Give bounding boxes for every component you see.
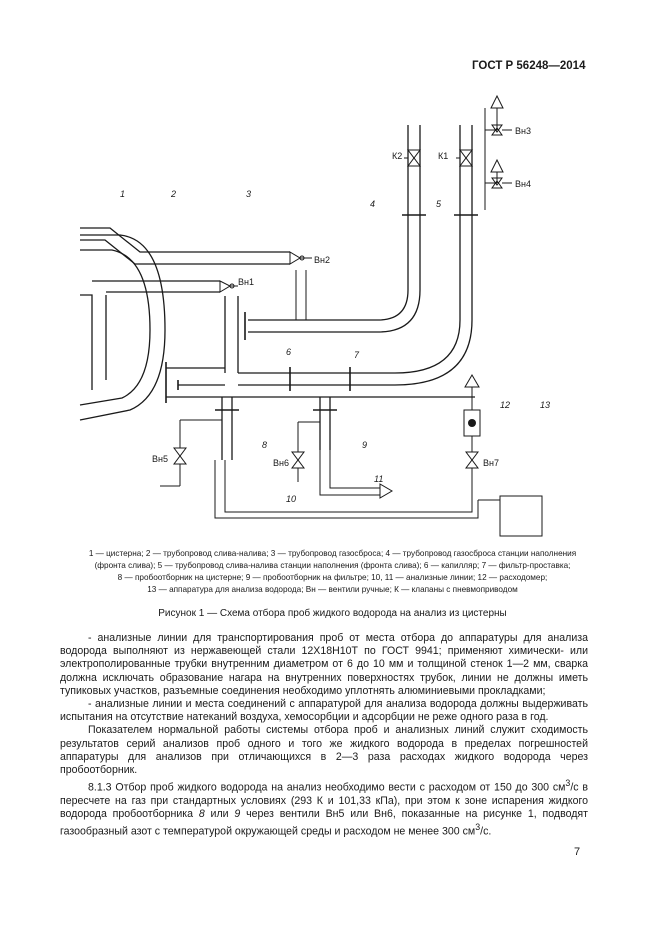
p4-sampler-8: 8 [198,808,205,821]
label-vn4: Вн4 [515,179,531,189]
label-1: 1 [120,189,125,199]
valves-vn1-vn2 [229,255,305,289]
p4-part-b: /с в пересчете на газ при стандартных ус… [60,781,588,821]
label-vn6: Вн6 [273,458,289,468]
analysis-branch [463,374,543,537]
p4-sampler-9: 9 [234,808,241,821]
label-5: 5 [436,199,442,209]
vent-branch [484,94,512,210]
figure-title: Рисунок 1 — Схема отбора проб жидкого во… [158,608,507,619]
label-k1: К1 [438,151,448,161]
superscript: 3 [475,822,481,833]
page-number: 7 [574,846,581,858]
label-vn3: Вн3 [515,126,531,136]
body-text: - анализные линии для транспортирования … [60,632,588,839]
label-8: 8 [262,440,267,450]
label-7: 7 [354,350,360,360]
p4-part-f: через вентили Вн5 или Вн6, показанные на… [60,808,589,838]
legend-line: (фронта слива); 5 — трубопровод слива-на… [94,561,571,570]
label-3: 3 [246,189,251,199]
pipeline-2 [80,227,312,265]
label-9: 9 [362,440,367,450]
paragraph-1: - анализные линии для транспортирования … [60,632,588,697]
figure-diagram: 1 2 3 4 5 6 7 8 9 10 11 12 13 К2 К1 Вн1 … [79,94,550,537]
label-vn1: Вн1 [238,277,254,287]
pipeline-5 [224,125,478,391]
pipeline-4 [244,125,426,340]
figure-legend: 1 — цистерна; 2 — трубопровод слива-нали… [30,548,635,596]
label-13: 13 [540,400,550,410]
label-11: 11 [374,474,383,484]
p4-part-a: 8.1.3 Отбор проб жидкого водорода на ана… [88,781,566,794]
pneumatic-valves [404,149,473,167]
label-vn5: Вн5 [152,454,168,464]
label-10: 10 [286,494,296,504]
paragraph-3: Показателем нормальной работы системы от… [60,724,588,777]
p4-part-g: /с. [480,825,492,838]
label-2: 2 [170,189,176,199]
pipeline-3 [92,280,238,293]
tank [79,234,166,421]
label-12: 12 [500,400,510,410]
p4-part-d: или [204,808,235,821]
label-6: 6 [286,347,291,357]
label-vn2: Вн2 [314,255,330,265]
sampler-9 [291,397,393,499]
schematic-svg: 1 2 3 4 5 6 7 8 9 10 11 12 13 К2 К1 Вн1 … [79,94,550,537]
label-k2: К2 [392,151,402,161]
paragraph-4: 8.1.3 Отбор проб жидкого водорода на ана… [60,777,588,839]
standard-header: ГОСТ Р 56248—2014 [472,60,586,72]
legend-line: 13 — аппаратура для анализа водорода; Вн… [147,585,518,594]
superscript: 3 [565,778,571,789]
sampler-8 [160,397,479,519]
legend-line: 1 — цистерна; 2 — трубопровод слива-нали… [88,549,577,558]
legend-line: 8 — пробоотборник на цистерне; 9 — пробо… [117,573,548,582]
paragraph-2: - анализные линии и места соединений с а… [60,698,588,724]
label-4: 4 [370,199,375,209]
label-vn7: Вн7 [483,458,499,468]
